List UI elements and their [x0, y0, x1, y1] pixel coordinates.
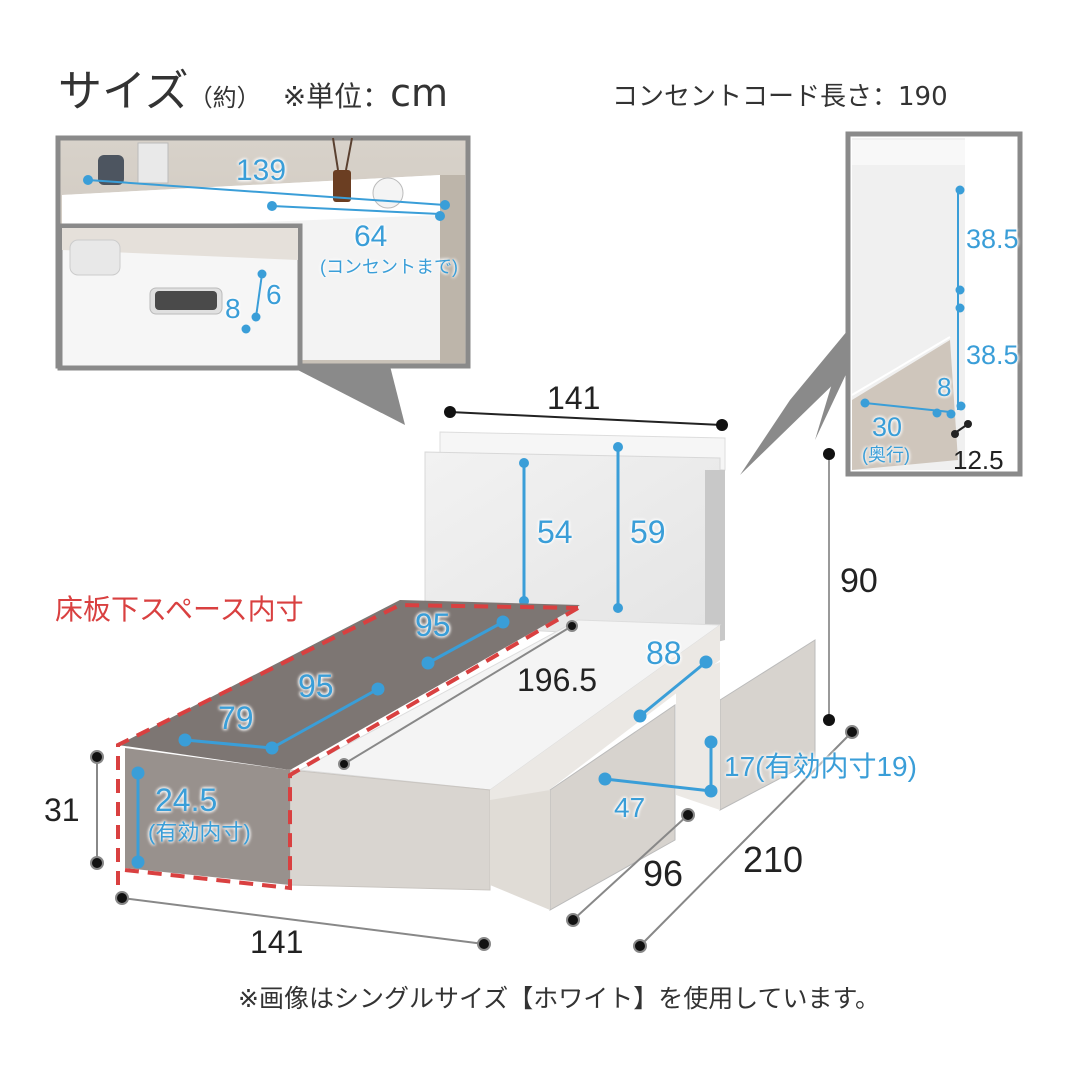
dim-outlet-distance-64: 64	[354, 220, 388, 253]
bed-frame	[118, 600, 816, 911]
diffuser-bottle-icon	[98, 155, 124, 185]
page-title: サイズ（約）※単位：cm	[58, 70, 448, 114]
under-floor-outline	[116, 602, 580, 891]
dim-side-lower-38-5: 38.5	[966, 340, 1019, 370]
dim-under-floor-width-79: 79	[218, 700, 254, 736]
dim-frame-length-196-5: 196.5	[517, 662, 598, 698]
dim-inner-height-note: (有効内寸)	[148, 820, 251, 845]
title-approx: （約）	[188, 84, 261, 112]
dim-shelf-height-6: 6	[266, 279, 282, 310]
dim-drawer-width-47: 47	[614, 792, 646, 823]
footer-note: ※画像はシングルサイズ【ホワイト】を使用しています。	[238, 984, 880, 1013]
dim-headboard-width-141: 141	[547, 380, 601, 416]
charger-icon	[69, 239, 121, 276]
dim-side-upper-38-5: 38.5	[966, 224, 1019, 254]
dim-drawer-depth-96: 96	[643, 853, 684, 894]
dim-total-length-210: 210	[743, 839, 804, 880]
dim-headboard-width-139: 139	[236, 154, 287, 187]
dim-side-depth-note: (奥行)	[862, 445, 910, 465]
amber-bottle-icon	[333, 170, 351, 202]
photo-frame-icon	[137, 142, 169, 184]
smartphone-icon	[155, 291, 217, 310]
side-inset-photo	[845, 131, 1023, 477]
under-floor-dims	[131, 615, 718, 869]
dim-drawer-height-17: 17(有効内寸19)	[724, 751, 917, 782]
headboard	[424, 406, 728, 645]
clock-icon	[372, 177, 404, 209]
title-text: サイズ	[58, 66, 189, 117]
overall-dims	[90, 620, 859, 953]
dim-side-shelf-8: 8	[937, 372, 952, 402]
dim-under-floor-95-rear: 95	[415, 607, 451, 643]
under-floor-space-label: 床板下スペース内寸	[55, 593, 304, 626]
outlet-closeup-inset	[57, 223, 303, 371]
dim-under-floor-95-front: 95	[298, 668, 334, 704]
dim-side-thickness-12-5: 12.5	[953, 445, 1004, 475]
dim-drawer-inner-88: 88	[646, 635, 682, 671]
dim-side-depth-30: 30	[872, 412, 903, 442]
dim-total-height-90: 90	[840, 562, 878, 600]
dim-inner-height-24-5: 24.5	[155, 782, 218, 818]
unit-label: ※単位：	[282, 80, 391, 113]
callout-pointer	[290, 366, 405, 425]
cord-length-label: コンセントコード長さ：190	[612, 82, 948, 112]
dim-headboard-outer-59: 59	[630, 514, 666, 550]
dim-headboard-inner-54: 54	[537, 514, 573, 550]
dim-base-width-141: 141	[250, 924, 304, 960]
dim-frame-height-31: 31	[44, 792, 80, 828]
dim-outlet-note: (コンセントまで)	[320, 257, 458, 277]
dim-shelf-depth-8: 8	[225, 293, 241, 324]
unit-value: cm	[390, 71, 449, 115]
